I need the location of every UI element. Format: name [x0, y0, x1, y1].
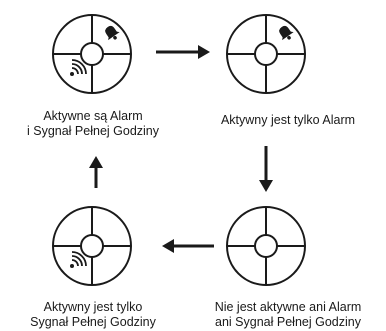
caption-line: ani Sygnał Pełnej Godziny — [215, 315, 361, 329]
bell-icon — [105, 25, 120, 41]
caption-line: Aktywny jest tylko — [43, 300, 143, 314]
caption-line: i Sygnał Pełnej Godziny — [26, 124, 160, 138]
caption-line: Aktywny jest tylko Alarm — [220, 113, 356, 127]
caption-alarm-only: Aktywny jest tylko Alarm — [190, 113, 386, 128]
arrow-left-icon — [162, 239, 214, 253]
dial-none — [226, 206, 306, 286]
arrow-up-icon — [89, 156, 103, 188]
arrow-down-icon — [259, 146, 273, 192]
dial-alarm-and-hourly — [52, 14, 132, 94]
dial-hourly-only — [52, 206, 132, 286]
caption-line: Nie jest aktywne ani Alarm — [214, 300, 362, 314]
bell-icon — [279, 25, 294, 41]
caption-alarm-and-hourly: Aktywne są Alarm i Sygnał Pełnej Godziny — [0, 109, 186, 139]
caption-hourly-only: Aktywny jest tylko Sygnał Pełnej Godziny — [0, 300, 186, 330]
caption-none: Nie jest aktywne ani Alarm ani Sygnał Pe… — [190, 300, 386, 330]
arrow-right-icon — [156, 45, 210, 59]
caption-line: Aktywne są Alarm — [43, 109, 143, 123]
caption-line: Sygnał Pełnej Godziny — [30, 315, 156, 329]
signal-waves-icon — [70, 251, 87, 268]
dial-alarm-only — [226, 14, 306, 94]
signal-waves-icon — [70, 59, 87, 76]
